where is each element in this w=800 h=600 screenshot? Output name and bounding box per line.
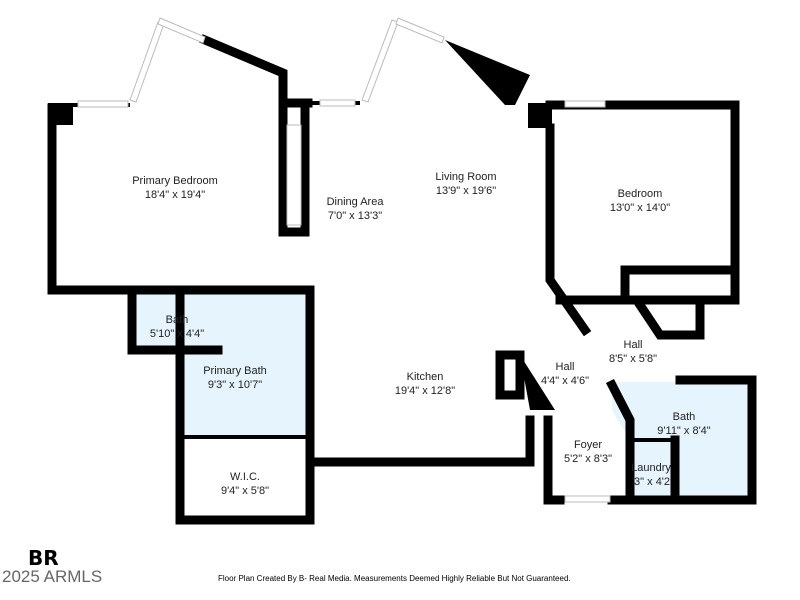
logo: BR 2025 ARMLS <box>2 548 102 586</box>
footer-disclaimer: Floor Plan Created By B- Real Media. Mea… <box>218 574 571 583</box>
room-name-bedroom: Bedroom <box>618 188 663 200</box>
windows <box>77 17 611 503</box>
room-size-foyer: 5'2" x 8'3" <box>564 453 612 465</box>
logo-text: 2025 ARMLS <box>2 567 103 586</box>
room-name-bath: Bath <box>166 314 189 326</box>
room-size-bath-2: 9'11" x 8'4" <box>657 425 710 437</box>
room-size-bath: 5'10" x 4'4" <box>150 328 204 340</box>
room-name-foyer: Foyer <box>574 439 602 451</box>
room-size-living-room: 13'9" x 19'6" <box>436 185 496 197</box>
room-size-dining-area: 7'0" x 13'3" <box>328 210 382 222</box>
walls <box>47 34 757 525</box>
room-size-kitchen: 19'4" x 12'8" <box>395 385 455 397</box>
room-name-hall: Hall <box>624 339 643 351</box>
room-size-primary-bedroom: 18'4" x 19'4" <box>145 189 205 201</box>
room-size-primary-bath: 9'3" x 10'7" <box>208 379 262 391</box>
room-size-hall: 8'5" x 5'8" <box>609 353 657 365</box>
room-size-hall-2: 4'4" x 4'6" <box>541 375 589 387</box>
room-name-primary-bath: Primary Bath <box>203 365 267 377</box>
room-name-living-room: Living Room <box>435 171 496 183</box>
room-name-laundry: Laundry <box>631 462 671 474</box>
room-name-dining-area: Dining Area <box>327 196 385 208</box>
room-name-bath-2: Bath <box>673 411 696 423</box>
bath-fill <box>612 382 750 498</box>
room-name-wic: W.I.C. <box>230 471 260 483</box>
logo-mark: BR <box>28 546 59 570</box>
room-size-wic: 9'4" x 5'8" <box>221 485 269 497</box>
primary-bath-fill <box>182 292 307 435</box>
room-name-hall-2: Hall <box>556 361 575 373</box>
room-name-primary-bedroom: Primary Bedroom <box>132 175 218 187</box>
room-size-bedroom: 13'0" x 14'0" <box>610 202 670 214</box>
room-name-kitchen: Kitchen <box>407 371 444 383</box>
room-size-laundry: '3" x 4'2 <box>632 476 670 488</box>
